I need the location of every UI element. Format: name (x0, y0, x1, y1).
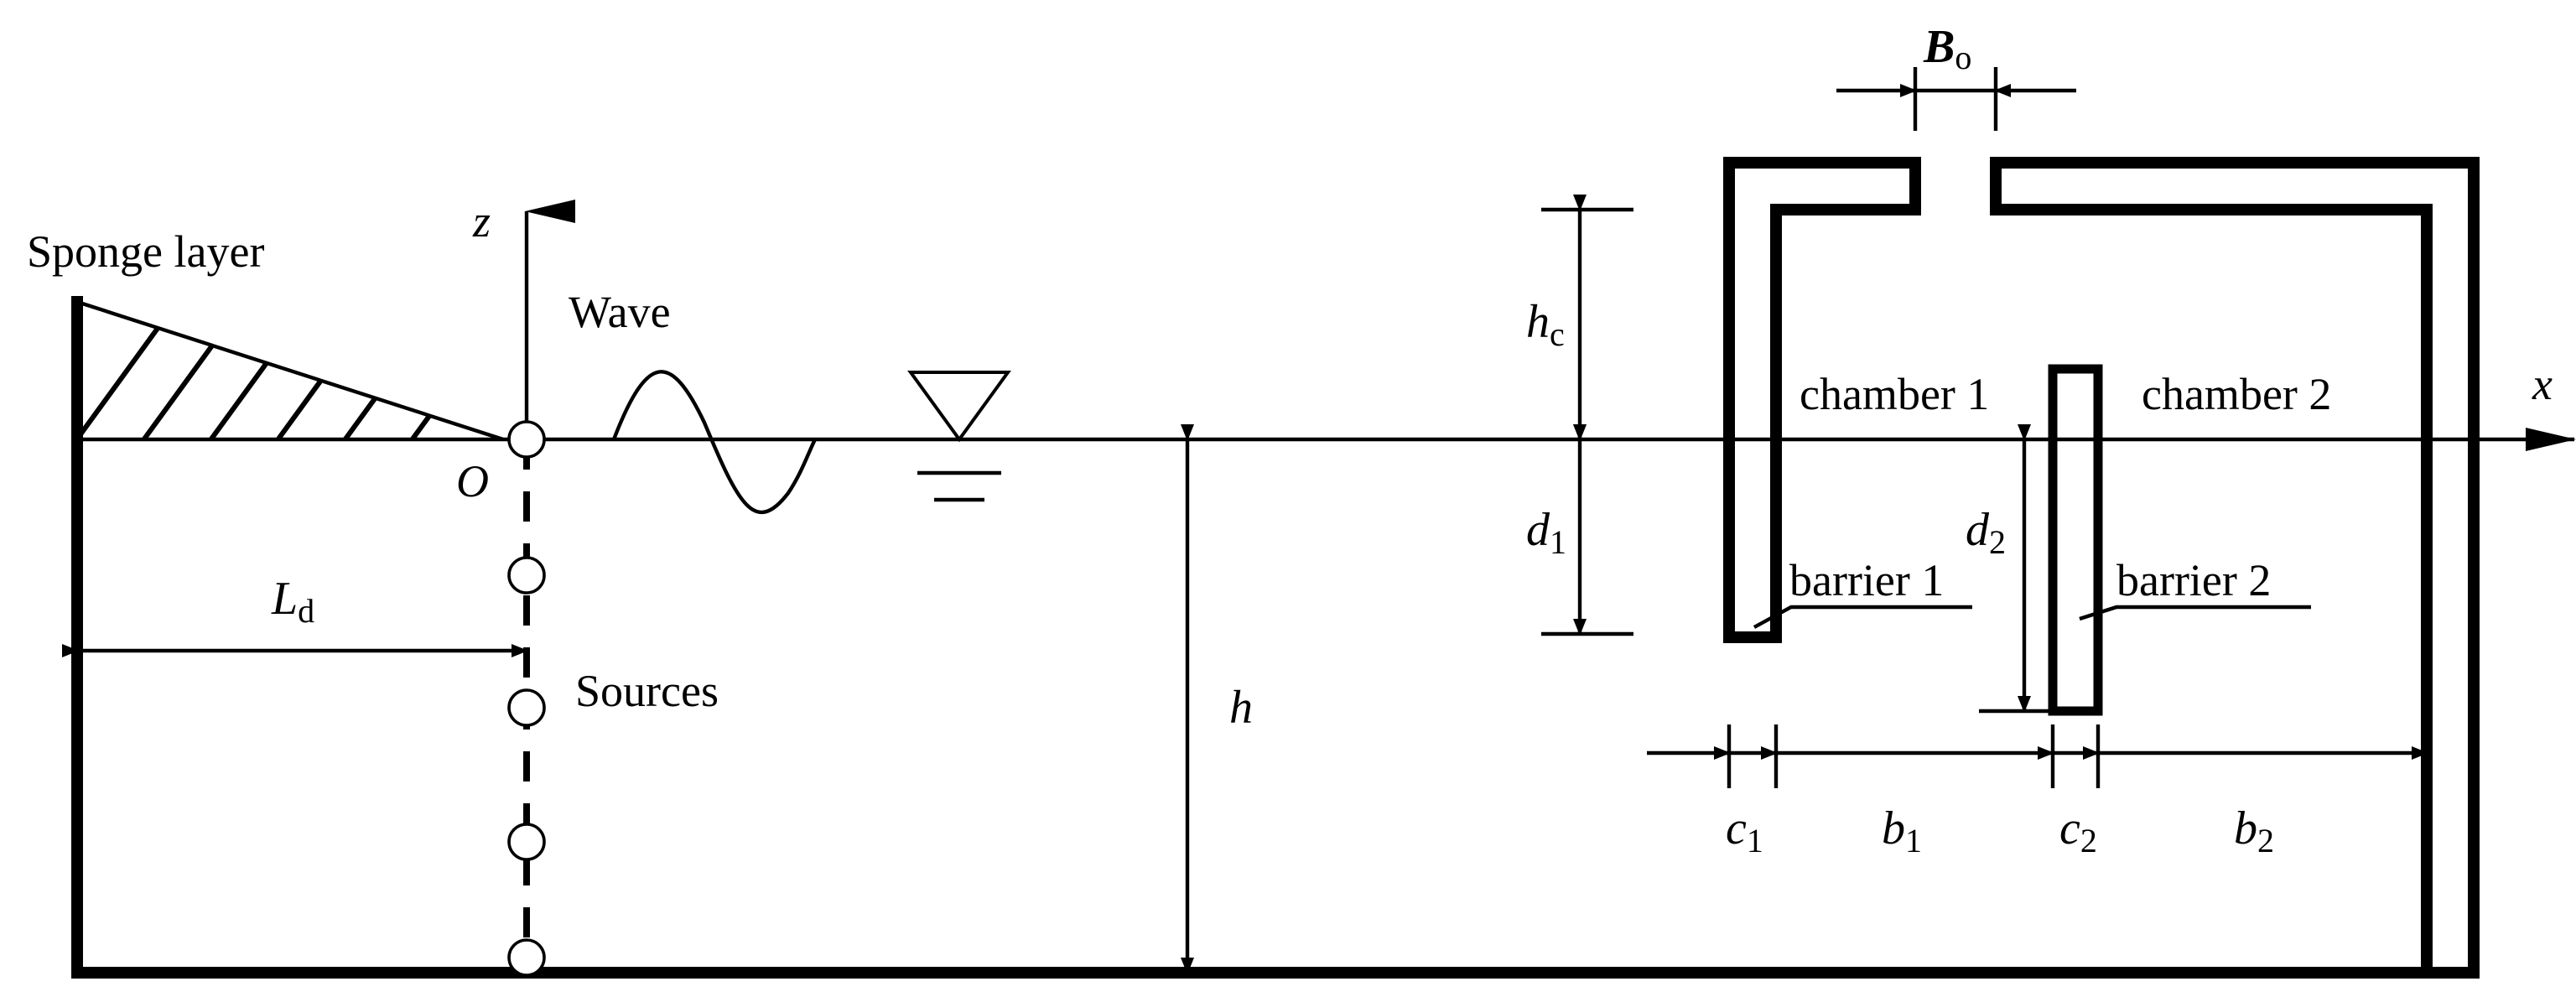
chamber-1-label: chamber 1 (1800, 369, 1989, 419)
barrier-1-leader (1753, 605, 1972, 629)
b1-label: b1 (1882, 802, 1922, 859)
source-circle-icon (507, 420, 546, 459)
x-axis-label: x (2532, 359, 2553, 409)
sponge-layer-label: Sponge layer (27, 226, 264, 277)
origin-label: O (456, 456, 489, 506)
bottom-dimension-chain (1647, 724, 2429, 788)
chamber-2-label: chamber 2 (2142, 369, 2331, 419)
sources-label: Sources (575, 666, 719, 716)
barrier-2-leader (2079, 605, 2311, 621)
z-axis-label: z (472, 196, 491, 247)
source-circle-icon (507, 688, 546, 727)
barrier-2 (2048, 364, 2103, 716)
bo-label: Bo (1923, 21, 1971, 76)
h-label: h (1229, 682, 1253, 734)
barrier-1-label: barrier 1 (1789, 555, 1944, 605)
d1-label: d1 (1526, 504, 1566, 561)
water-level-icon (907, 371, 1011, 502)
wave-label: Wave (569, 287, 671, 337)
source-circle-icon (507, 938, 546, 977)
c2-label: c2 (2059, 802, 2097, 859)
ld-label: Ld (271, 573, 314, 630)
hatch-pattern (77, 302, 503, 439)
b2-label: b2 (2234, 802, 2274, 859)
source-circle-icon (507, 556, 546, 595)
barrier-2-label: barrier 2 (2116, 555, 2271, 605)
hc-label: hc (1526, 296, 1565, 353)
wave-curve (611, 370, 817, 514)
source-circle-icon (507, 823, 546, 861)
d2-label: d2 (1966, 504, 2006, 561)
owc-structure (1723, 157, 2480, 979)
c1-label: c1 (1726, 802, 1763, 859)
sponge-layer (76, 299, 504, 442)
source-points (507, 420, 546, 977)
